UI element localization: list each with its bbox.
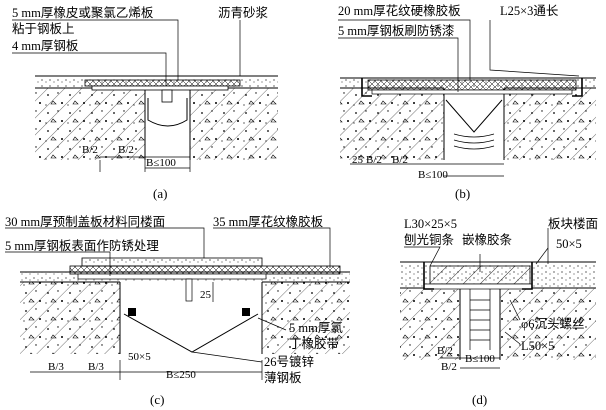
- dim-c-width: B≤250: [166, 369, 196, 381]
- label-d-50: 50×5: [556, 237, 582, 251]
- caption-d: (d): [472, 392, 487, 407]
- dim-a-half-left: B/2: [82, 144, 98, 156]
- label-d-angle: L30×25×5: [404, 217, 457, 231]
- dim-c-third-right: B/3: [88, 361, 104, 373]
- label-d-copper: 刨光铜条: [404, 232, 455, 247]
- panel-b: 25 B/2 B/2 B≤100 20 mm厚花纹硬橡胶板 5 mm厚钢板刷防锈…: [338, 3, 596, 201]
- dim-b-half-left: B/2: [366, 154, 382, 166]
- dim-a-width: B≤100: [146, 157, 176, 169]
- label-d-screw: φ6沉头螺丝: [521, 317, 584, 331]
- label-a-rubber: 5 mm厚橡皮或聚氯乙烯板: [12, 6, 154, 20]
- caption-c: (c): [150, 392, 164, 407]
- panel-a: 5 mm厚橡皮或聚氯乙烯板 粘于钢板上 4 mm厚钢板 沥青砂浆 B/2 B/2…: [12, 5, 278, 201]
- label-b-rubber: 20 mm厚花纹硬橡胶板: [338, 3, 461, 18]
- dim-a-half-right: B/2: [118, 144, 134, 156]
- dim-c-third-left: B/3: [48, 361, 64, 373]
- dim-c-50: 50×5: [128, 351, 151, 363]
- dim-d-half-left: B/2: [437, 345, 453, 357]
- dim-d-width: B≤100: [465, 353, 495, 365]
- dim-b-width: B≤100: [418, 169, 448, 181]
- label-b-angle: L25×3通长: [500, 4, 559, 18]
- dim-b-half-right: B/2: [392, 154, 408, 166]
- caption-a: (a): [153, 186, 167, 201]
- label-d-floor: 板块楼面: [548, 216, 598, 231]
- caption-b: (b): [455, 186, 470, 201]
- label-c-pvc: 5 mm厚氯: [289, 321, 343, 335]
- label-a-mortar: 沥青砂浆: [218, 5, 269, 20]
- label-c-pvc2: 丁橡胶带: [289, 336, 339, 351]
- label-c-steel2: 薄钢板: [264, 370, 302, 385]
- dim-c-25: 25: [200, 289, 212, 301]
- dim-d-half-right: B/2: [441, 361, 457, 373]
- label-d-strip: 嵌橡胶条: [462, 232, 513, 247]
- dim-b-25: 25: [352, 154, 364, 166]
- label-c-steel: 26号镀锌: [264, 354, 314, 369]
- label-a-glue: 粘于钢板上: [12, 21, 75, 36]
- label-b-plate: 5 mm厚钢板刷防锈漆: [338, 23, 454, 38]
- label-d-l50: L50×5: [521, 339, 554, 353]
- label-c-plate: 5 mm厚钢板表面作防锈处理: [5, 238, 159, 253]
- panel-c: 25 50×5 B/3 B/3 B≤250 30 mm厚预制盖板材料同楼面 5 …: [5, 214, 350, 407]
- panel-d: B/2 B/2 B≤100 L30×25×5 刨光铜条 嵌橡胶条 板块楼面 50…: [400, 216, 598, 407]
- label-c-cover: 30 mm厚预制盖板材料同楼面: [5, 214, 165, 229]
- label-a-plate: 4 mm厚钢板: [12, 39, 79, 53]
- label-c-rubber: 35 mm厚花纹橡胶板: [213, 214, 324, 229]
